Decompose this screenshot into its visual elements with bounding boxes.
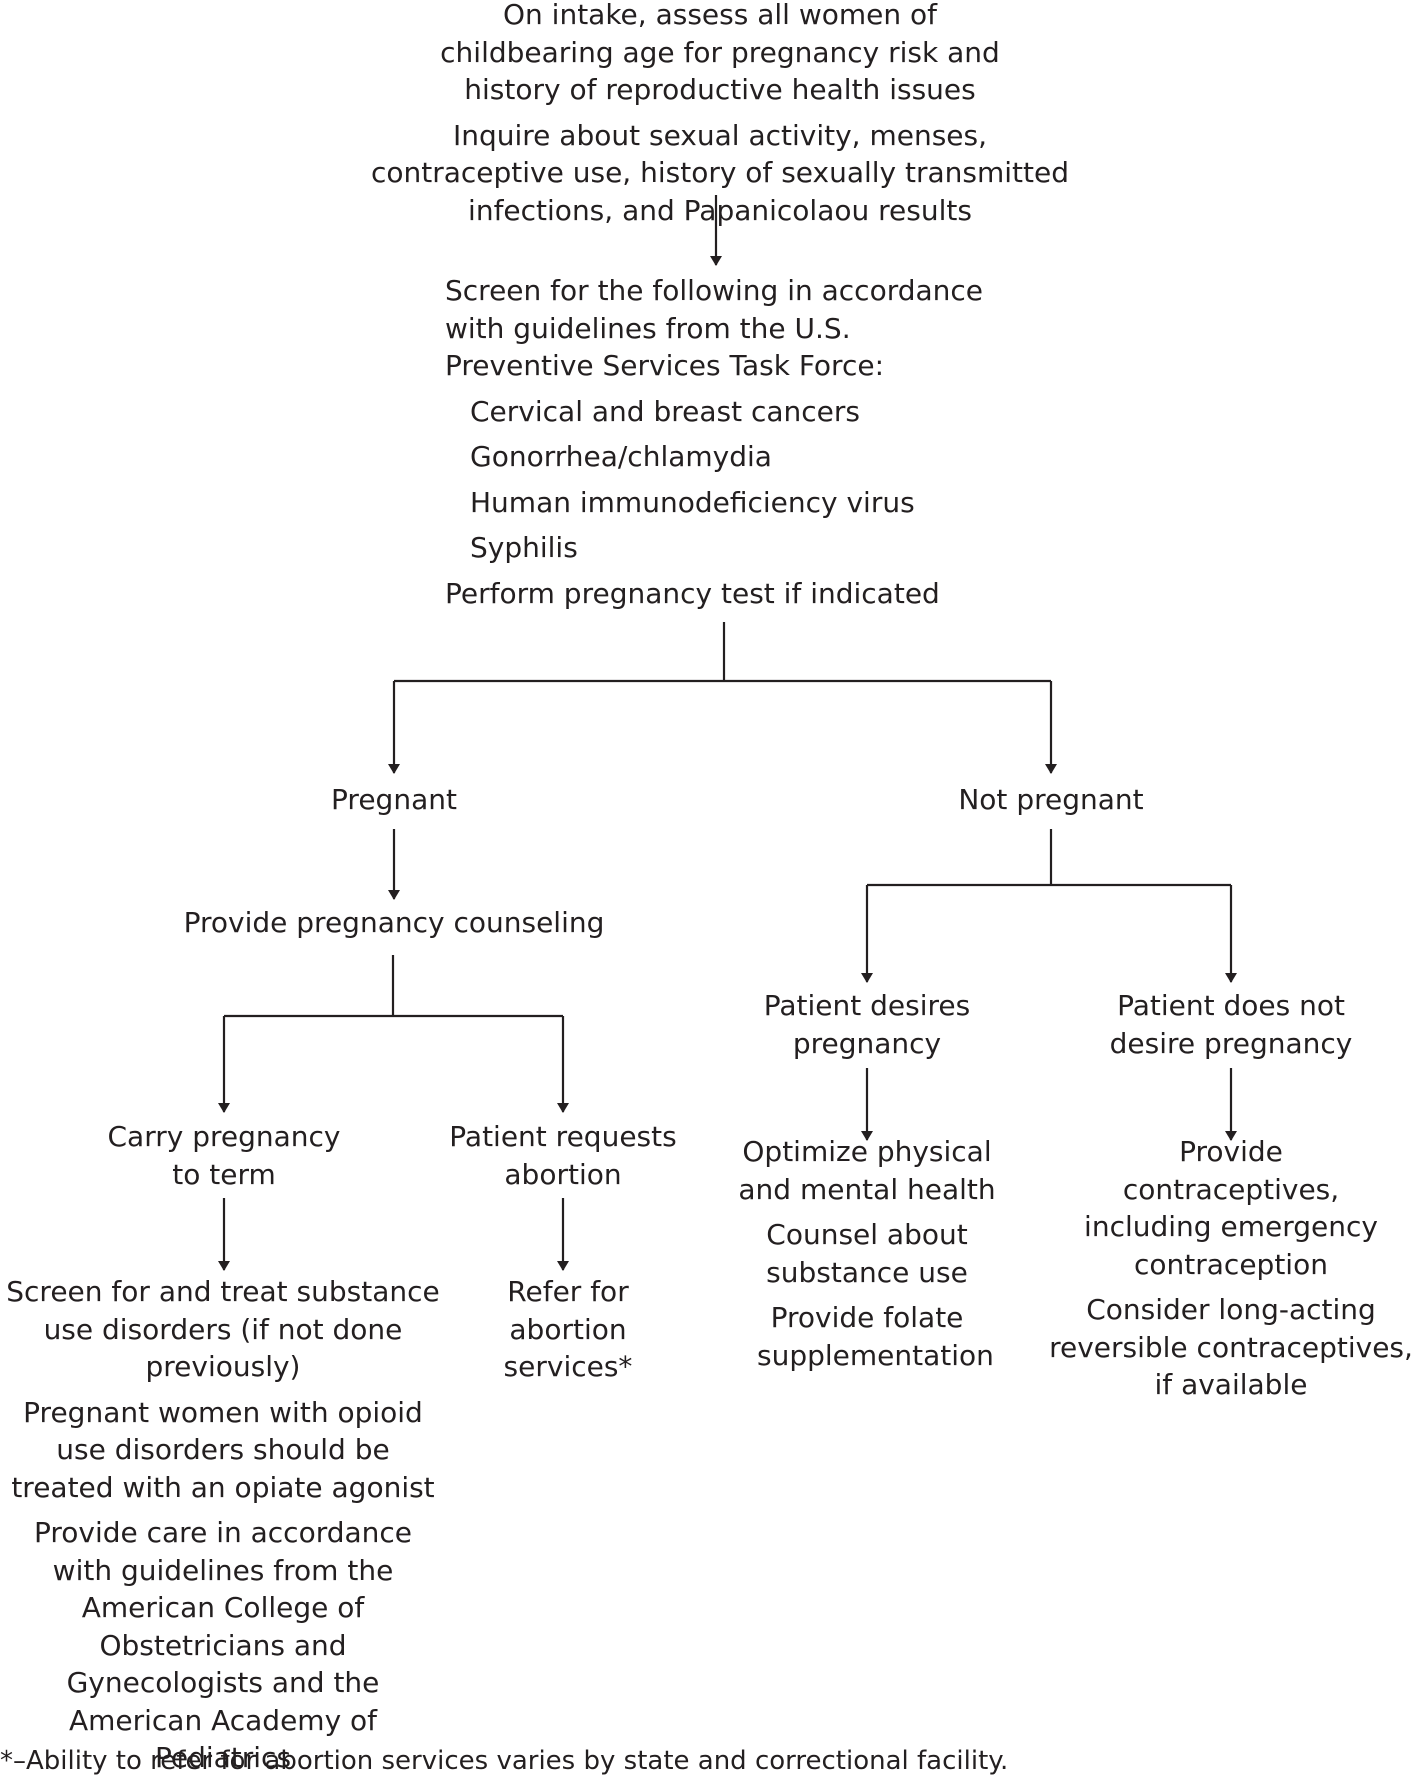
screening-item: Human immunodeficiency virus bbox=[470, 485, 915, 519]
desires-action: Optimize physical and mental health bbox=[738, 1135, 996, 1206]
carry-to-term-node: Carry pregnancy to term bbox=[94, 1118, 354, 1193]
intake-assess-text: On intake, assess all women of childbear… bbox=[440, 0, 1000, 106]
carry-action: Screen for and treat substance use disor… bbox=[6, 1275, 440, 1383]
pregnancy-counseling-node: Provide pregnancy counseling bbox=[144, 904, 644, 942]
requests-abortion-node: Patient requests abortion bbox=[433, 1118, 693, 1193]
does-not-desire-label: Patient does not desire pregnancy bbox=[1109, 989, 1353, 1060]
screening-node: Screen for the following in accordance w… bbox=[445, 272, 1025, 612]
pregnant-label: Pregnant bbox=[331, 783, 457, 816]
carry-to-term-actions: Screen for and treat substance use disor… bbox=[0, 1273, 446, 1777]
pregnancy-counseling-label: Provide pregnancy counseling bbox=[183, 906, 605, 939]
refer-abortion-node: Refer for abortion services* bbox=[488, 1273, 648, 1386]
intake-inquire-text: Inquire about sexual activity, menses, c… bbox=[370, 118, 1070, 227]
does-not-desire-action: Consider long-acting reversible contrace… bbox=[1049, 1293, 1413, 1401]
screening-intro-text: Screen for the following in accordance w… bbox=[445, 274, 984, 382]
intake-node: On intake, assess all women of childbear… bbox=[320, 0, 1120, 229]
carry-to-term-label: Carry pregnancy to term bbox=[107, 1120, 341, 1191]
not-pregnant-label: Not pregnant bbox=[958, 783, 1144, 816]
screening-item: Cervical and breast cancers bbox=[470, 394, 860, 428]
carry-action: Provide care in accordance with guidelin… bbox=[33, 1516, 413, 1774]
refer-abortion-text: Refer for abortion services* bbox=[503, 1275, 633, 1383]
footnote: *–Ability to refer for abortion services… bbox=[0, 1746, 1009, 1776]
pregnant-node: Pregnant bbox=[244, 781, 544, 819]
does-not-desire-actions: Provide contraceptives, including emerge… bbox=[1036, 1133, 1419, 1404]
screening-item: Syphilis bbox=[470, 531, 578, 564]
desires-action: Provide folate supplementation bbox=[757, 1301, 994, 1372]
desires-pregnancy-actions: Optimize physical and mental health Coun… bbox=[727, 1133, 1007, 1374]
desires-action: Counsel about substance use bbox=[766, 1218, 968, 1289]
does-not-desire-action: Provide contraceptives, including emerge… bbox=[1084, 1135, 1378, 1281]
does-not-desire-node: Patient does not desire pregnancy bbox=[1086, 987, 1376, 1062]
desires-pregnancy-node: Patient desires pregnancy bbox=[742, 987, 992, 1062]
pregnancy-test-text: Perform pregnancy test if indicated bbox=[445, 576, 940, 610]
screening-item: Gonorrhea/chlamydia bbox=[470, 440, 772, 473]
requests-abortion-label: Patient requests abortion bbox=[449, 1120, 677, 1191]
not-pregnant-node: Not pregnant bbox=[901, 781, 1201, 819]
carry-action: Pregnant women with opioid use disorders… bbox=[11, 1395, 435, 1504]
desires-pregnancy-label: Patient desires pregnancy bbox=[763, 989, 971, 1060]
